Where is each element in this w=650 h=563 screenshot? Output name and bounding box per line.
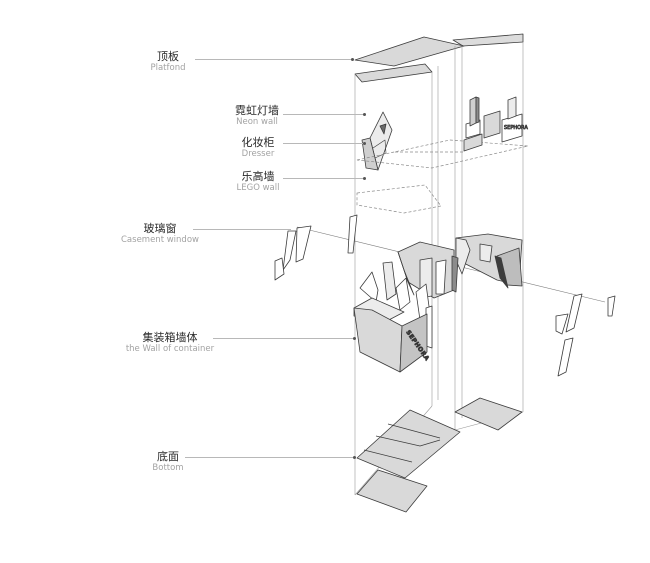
label-lego-wall: 乐高墙 LEGO wall [230,170,286,194]
label-neon-wall: 霓虹灯墙 Neon wall [226,104,288,128]
roof-plate-left [354,36,465,67]
casement-windows [274,214,616,377]
svg-text:SEPHORA: SEPHORA [504,125,528,131]
label-platfond-zh: 顶板 [157,50,179,63]
floor-plate-lower [356,469,428,513]
floor-plate-right [454,397,523,431]
label-bottom: 底面 Bottom [146,450,190,474]
container-wall-lower: SEPHORA [353,261,433,373]
label-lego-wall-en: LEGO wall [236,183,280,193]
label-dresser: 化妆柜 Dresser [230,136,286,160]
lego-wall-outline [356,184,442,214]
container-wall-upper-right [455,233,523,289]
label-container-wall-en: the Wall of container [125,344,215,354]
label-casement-window-en: Casement window [121,235,199,245]
label-bottom-en: Bottom [152,463,184,473]
label-neon-wall-zh: 霓虹灯墙 [235,104,279,117]
label-platfond: 顶板 Platfond [138,50,198,74]
roof-plate-right [452,33,524,47]
label-casement-window: 玻璃窗 Casement window [118,222,202,246]
label-bottom-zh: 底面 [157,450,179,463]
platfond-panels [354,33,524,83]
label-casement-window-zh: 玻璃窗 [143,222,177,235]
label-container-wall: 集装箱墙体 the Wall of container [118,331,222,355]
tower-outlines [354,42,524,496]
label-dresser-en: Dresser [241,149,275,159]
floor-plate-main [356,409,461,479]
dresser-outline [356,139,529,169]
roof-plate-lower [354,63,433,83]
shelf-boxes: SEPHORA [463,96,529,152]
label-neon-wall-en: Neon wall [236,117,278,127]
label-dresser-zh: 化妆柜 [241,136,275,149]
label-lego-wall-zh: 乐高墙 [241,170,275,183]
label-container-wall-zh: 集装箱墙体 [142,331,198,344]
label-platfond-en: Platfond [150,63,186,73]
bottom-panels [356,397,523,513]
